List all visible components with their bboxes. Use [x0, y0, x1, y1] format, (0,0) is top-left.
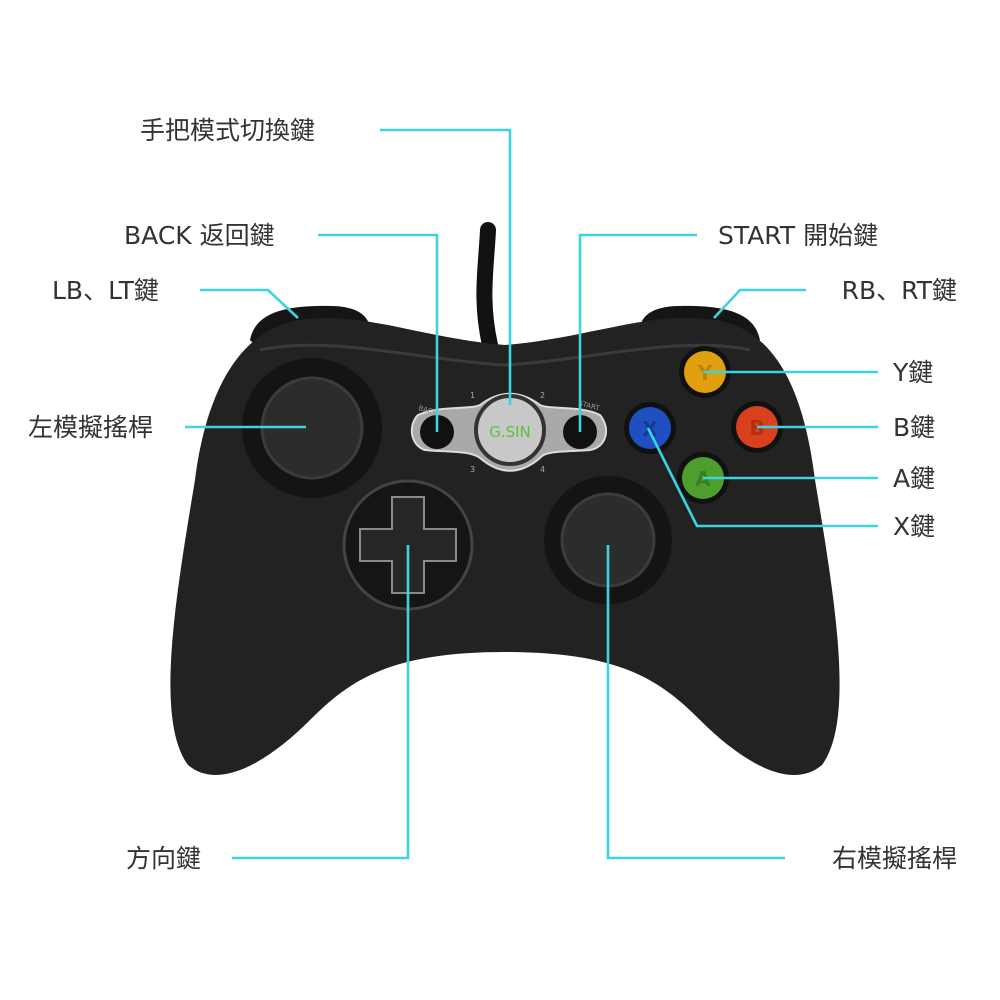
x-glyph: X — [642, 417, 658, 441]
body-highlight — [259, 343, 751, 367]
leader-right-stick — [606, 545, 785, 860]
label-x: X鍵 — [893, 512, 935, 541]
label-b: B鍵 — [893, 413, 935, 442]
label-mode-switch: 手把模式切換鍵 — [140, 116, 315, 145]
label-y: Y鍵 — [892, 358, 933, 387]
label-rb-rt: RB、RT鍵 — [842, 276, 957, 305]
player-3: 3 — [470, 465, 475, 474]
label-lb-lt: LB、LT鍵 — [52, 276, 159, 305]
label-right-stick: 右模擬搖桿 — [832, 844, 957, 873]
x-button[interactable]: X — [624, 402, 676, 454]
leader-start — [578, 233, 697, 432]
player-2: 2 — [540, 391, 545, 400]
label-start: START 開始鍵 — [718, 221, 878, 250]
player-1: 1 — [470, 391, 475, 400]
player-4: 4 — [540, 465, 545, 474]
leader-dpad — [232, 545, 410, 860]
label-back: BACK 返回鍵 — [124, 221, 275, 250]
leader-mode-switch — [380, 128, 512, 405]
leader-x — [646, 427, 878, 528]
leader-rb-rt — [713, 288, 806, 319]
label-left-stick: 左模擬搖桿 — [28, 413, 153, 442]
guide-brand: G.SIN — [489, 423, 531, 441]
label-dpad: 方向鍵 — [126, 844, 201, 873]
label-a: A鍵 — [893, 464, 935, 493]
usb-cable — [476, 222, 498, 353]
leader-lb-lt — [200, 288, 299, 319]
leader-back — [318, 233, 439, 432]
